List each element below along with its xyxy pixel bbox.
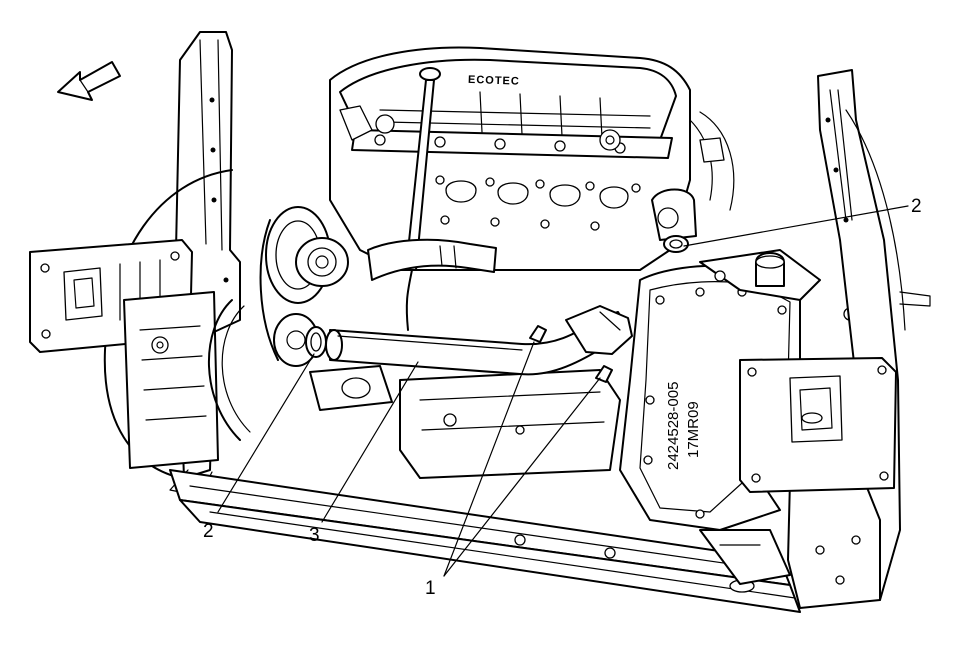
leader-lines <box>217 205 909 577</box>
right-bumper-mount-plate <box>739 357 897 493</box>
coolant-hose <box>367 238 497 281</box>
callout-label-1: 1 <box>425 578 436 599</box>
thermostat-housing <box>651 111 735 241</box>
leader-line-2-left <box>217 353 315 513</box>
leader-line-1a <box>443 341 535 577</box>
reference-code: 2424528-005 <box>665 382 682 470</box>
leader-line-3 <box>321 361 419 523</box>
reference-date: 17MR09 <box>685 401 702 458</box>
callout-label-3: 3 <box>309 525 320 546</box>
left-lower-support <box>123 291 219 469</box>
leader-line-2-right <box>683 205 909 247</box>
flywheel-edge <box>208 299 241 441</box>
accessory-drive <box>259 206 349 367</box>
coolant-pipe <box>305 305 633 383</box>
engine-cover-label: ECOTEC <box>468 74 520 88</box>
callout-label-2-left: 2 <box>203 521 214 542</box>
direction-arrow-icon <box>57 61 121 101</box>
transaxle-upper-components <box>699 249 857 321</box>
leader-line-1b <box>443 377 601 577</box>
oil-pan <box>399 369 621 479</box>
oil-dipstick <box>405 67 441 331</box>
engine-block: ECOTEC <box>329 46 691 271</box>
front-cross-member <box>169 469 801 613</box>
callout-label-2-right: 2 <box>911 196 922 217</box>
